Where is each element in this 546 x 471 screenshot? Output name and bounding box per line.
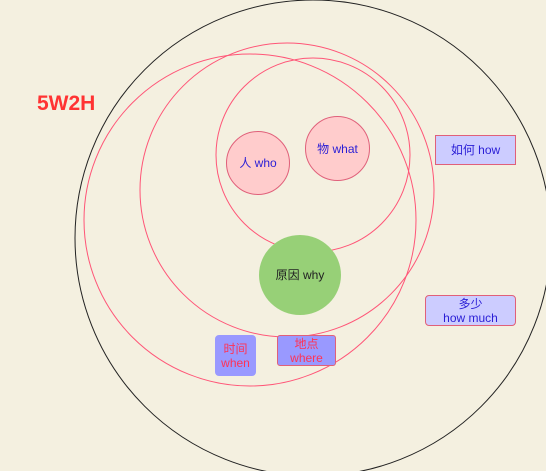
why-label: 原因 why bbox=[275, 268, 325, 282]
diagram-title: 5W2H bbox=[37, 92, 96, 115]
ring-large bbox=[83, 53, 417, 387]
why-node[interactable]: 原因 why bbox=[259, 235, 341, 315]
how-label: 如何 how bbox=[450, 143, 501, 157]
what-label: 物 what bbox=[317, 141, 358, 156]
what-node[interactable]: 物 what bbox=[305, 116, 370, 181]
outer-ring bbox=[74, 0, 546, 471]
who-label: 人 who bbox=[239, 156, 277, 170]
how-node[interactable]: 如何 how bbox=[435, 135, 516, 165]
who-node[interactable]: 人 who bbox=[226, 131, 290, 195]
